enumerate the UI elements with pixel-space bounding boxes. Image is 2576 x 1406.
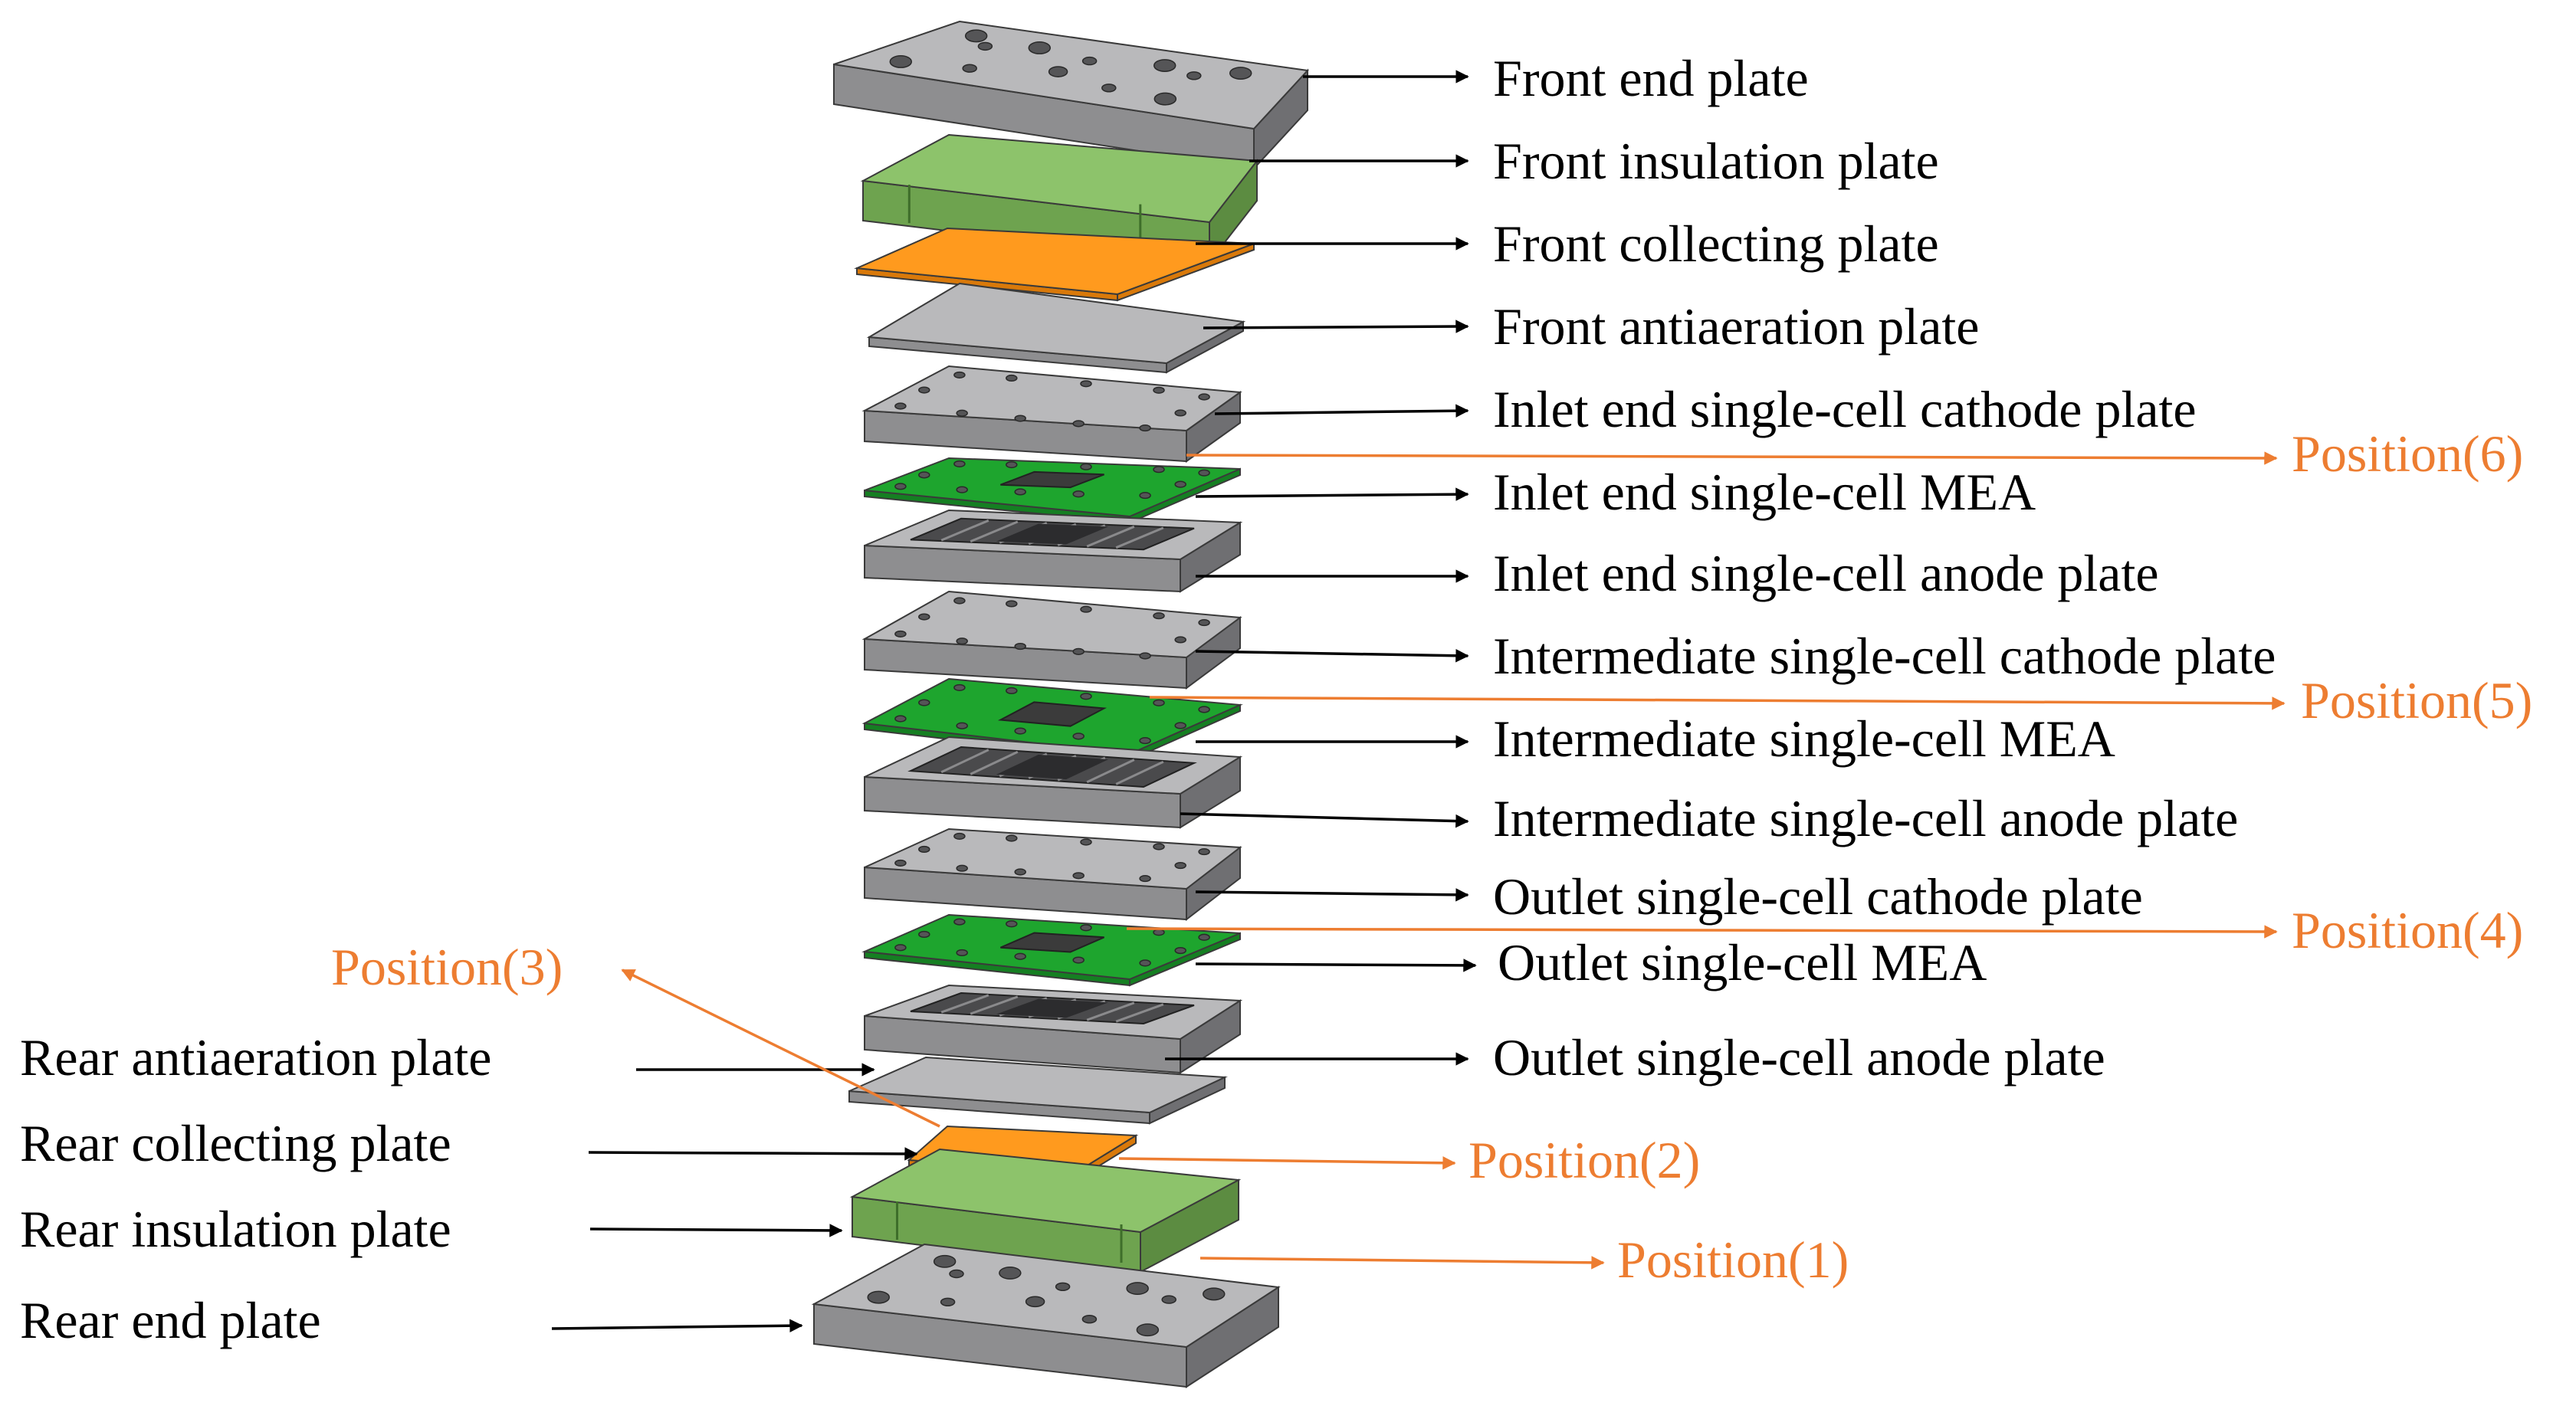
label-rear-end-plate: Rear end plate — [20, 1291, 321, 1349]
label-rear-insulation-plate: Rear insulation plate — [20, 1200, 451, 1258]
front-antiaeration-plate — [866, 282, 1246, 374]
inlet-mea — [864, 457, 1241, 524]
pointer-intermediate-anode-plate — [1180, 812, 1469, 828]
label-layer: Front end plate Front insulation plate F… — [20, 49, 2532, 1349]
pointer-position-3 — [621, 968, 940, 1128]
label-inlet-anode-plate: Inlet end single-cell anode plate — [1493, 544, 2159, 602]
pointer-outlet-mea — [1195, 959, 1477, 972]
label-position-1: Position(1) — [1617, 1231, 1849, 1289]
label-position-3: Position(3) — [331, 938, 563, 996]
pointer-rear-insulation-plate — [589, 1224, 843, 1237]
label-front-end-plate: Front end plate — [1493, 49, 1809, 107]
pointer-inlet-cathode-plate — [1214, 404, 1469, 418]
rear-end-plate — [811, 1243, 1281, 1388]
pointer-intermediate-cathode-plate — [1195, 648, 1469, 663]
pointer-lines — [551, 70, 2286, 1332]
inlet-anode-plate — [864, 509, 1243, 593]
label-inlet-cathode-plate: Inlet end single-cell cathode plate — [1493, 380, 2197, 438]
pointer-position-6 — [1186, 451, 2278, 465]
label-intermediate-anode-plate: Intermediate single-cell anode plate — [1493, 789, 2238, 847]
pointer-position-1 — [1199, 1256, 1605, 1270]
inlet-cathode-plate — [861, 365, 1242, 463]
pointer-rear-collecting-plate — [588, 1147, 918, 1161]
pointer-outlet-cathode-plate — [1195, 888, 1469, 902]
pointer-position-4 — [1126, 925, 2278, 939]
pointer-rear-end-plate — [551, 1319, 803, 1332]
label-front-antiaeration-plate: Front antiaeration plate — [1493, 297, 1979, 356]
label-position-4: Position(4) — [2292, 901, 2523, 959]
label-outlet-anode-plate: Outlet single-cell anode plate — [1493, 1028, 2105, 1086]
label-outlet-cathode-plate: Outlet single-cell cathode plate — [1493, 867, 2143, 926]
label-rear-collecting-plate: Rear collecting plate — [20, 1114, 451, 1172]
front-collecting-plate — [854, 227, 1255, 302]
label-rear-antiaeration-plate: Rear antiaeration plate — [20, 1028, 491, 1086]
outlet-cathode-plate — [864, 828, 1242, 922]
label-intermediate-mea: Intermediate single-cell MEA — [1493, 710, 2115, 768]
label-intermediate-cathode-plate: Intermediate single-cell cathode plate — [1493, 627, 2276, 685]
rear-antiaeration-plate — [848, 1056, 1228, 1125]
label-front-insulation-plate: Front insulation plate — [1493, 132, 1939, 190]
outlet-anode-plate — [864, 984, 1243, 1074]
outlet-mea — [861, 913, 1241, 987]
intermediate-cathode-plate — [861, 590, 1242, 690]
label-position-2: Position(2) — [1468, 1131, 1700, 1189]
label-front-collecting-plate: Front collecting plate — [1493, 215, 1939, 273]
label-outlet-mea: Outlet single-cell MEA — [1498, 933, 1987, 991]
pointer-position-5 — [1149, 696, 2286, 710]
label-inlet-mea: Inlet end single-cell MEA — [1493, 463, 2036, 521]
front-end-plate — [833, 20, 1310, 171]
label-position-6: Position(6) — [2292, 424, 2523, 483]
rear-insulation-plate — [849, 1148, 1242, 1273]
pointer-position-2 — [1118, 1156, 1456, 1170]
pointer-inlet-mea — [1195, 487, 1469, 501]
plate-stack — [811, 20, 1310, 1388]
intermediate-anode-plate — [864, 736, 1243, 829]
pointer-front-antiaeration-plate — [1203, 320, 1469, 333]
label-position-5: Position(5) — [2301, 671, 2532, 729]
